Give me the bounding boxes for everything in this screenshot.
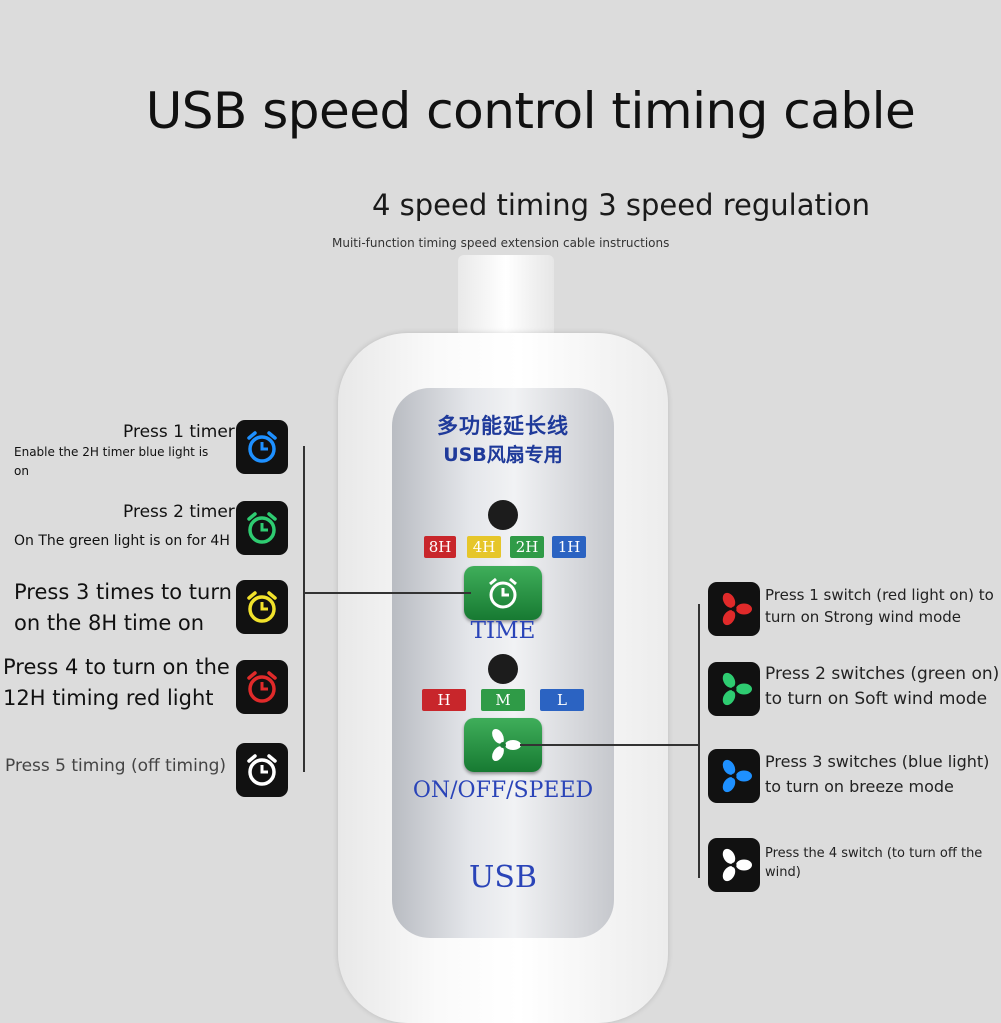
timer-step-4-desc: 12H timing red light — [3, 686, 214, 710]
speed-leader-vertical — [698, 604, 700, 878]
chinese-label-line1: 多功能延长线 — [437, 414, 569, 438]
speed-step-4-line2: wind) — [765, 865, 801, 880]
timer-step-1-desc2: on — [14, 464, 29, 478]
chinese-label-line2: USB风扇专用 — [443, 444, 563, 466]
speed-step-3-line2: to turn on breeze mode — [765, 777, 954, 796]
yellow-clock-icon — [236, 580, 288, 634]
alarm-clock-icon — [489, 577, 517, 609]
green-fan-icon — [708, 662, 760, 716]
timer-tag-4h: 4H — [467, 536, 501, 558]
blue-clock-icon — [236, 420, 288, 474]
timer-tag-8h: 8H — [424, 536, 456, 558]
speed-leader-horizontal — [520, 744, 700, 746]
timer-tag-1h: 1H — [552, 536, 586, 558]
page-subtitle: 4 speed timing 3 speed regulation — [372, 188, 871, 222]
speed-step-4-line1: Press the 4 switch (to turn off the — [765, 846, 983, 861]
speed-step-3-line1: Press 3 switches (blue light) — [765, 752, 990, 771]
page-title: USB speed control timing cable — [145, 82, 916, 140]
timer-step-3-title: Press 3 times to turn — [14, 580, 232, 604]
usb-label: USB — [469, 860, 537, 895]
green-clock-icon — [236, 501, 288, 555]
speed-step-1-line2: turn on Strong wind mode — [765, 608, 962, 626]
timer-leader-horizontal — [303, 592, 471, 594]
white-fan-icon — [708, 838, 760, 892]
timer-step-3-desc: on the 8H time on — [14, 611, 205, 635]
timer-step-2-desc: On The green light is on for 4H — [14, 533, 230, 549]
speed-indicator-light — [488, 654, 518, 684]
speed-tag-h: H — [422, 689, 466, 711]
white-clock-icon — [236, 743, 288, 797]
speed-label: ON/OFF/SPEED — [412, 778, 594, 803]
speed-tag-m: M — [481, 689, 525, 711]
speed-step-2-line1: Press 2 switches (green on) — [765, 664, 1000, 684]
time-button[interactable] — [464, 566, 542, 620]
blue-fan-icon — [708, 749, 760, 803]
time-label: TIME — [470, 618, 536, 644]
speed-step-1-line1: Press 1 switch (red light on) to — [765, 586, 994, 604]
timer-step-4-title: Press 4 to turn on the — [3, 655, 230, 679]
fan-icon — [492, 728, 521, 762]
timer-step-1-title: Press 1 timer — [123, 422, 235, 442]
timer-step-5-title: Press 5 timing (off timing) — [5, 756, 227, 776]
instructions-caption: Muiti-function timing speed extension ca… — [332, 236, 670, 250]
timer-leader-vertical — [303, 446, 305, 772]
timer-tag-2h: 2H — [510, 536, 544, 558]
timer-step-2-title: Press 2 timer — [123, 502, 235, 522]
red-clock-icon — [236, 660, 288, 714]
speed-step-2-line2: to turn on Soft wind mode — [765, 689, 988, 709]
speed-tag-l: L — [540, 689, 584, 711]
red-fan-icon — [708, 582, 760, 636]
timer-step-1-desc: Enable the 2H timer blue light is — [14, 445, 209, 459]
timer-indicator-light — [488, 500, 518, 530]
